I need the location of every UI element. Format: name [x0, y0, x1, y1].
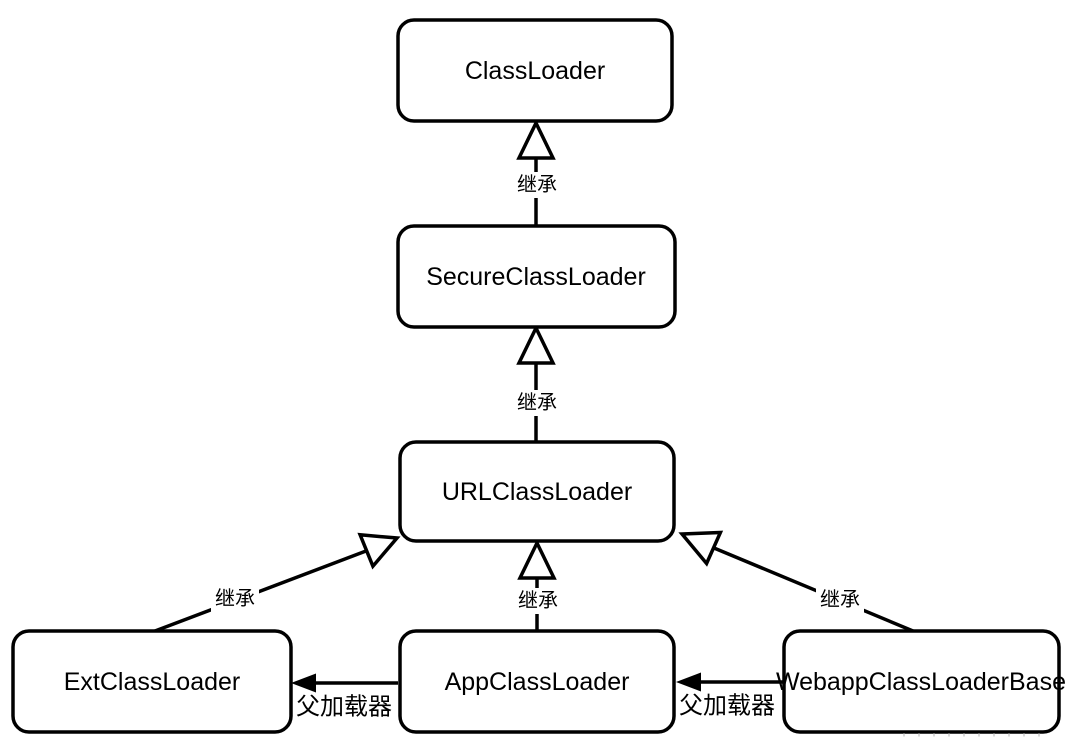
edge-label: 继承 [517, 173, 557, 196]
inheritance-arrowhead-icon [678, 530, 724, 567]
edge-url-to-secure: 继承 [513, 323, 561, 442]
node-label: URLClassLoader [442, 478, 632, 506]
edge-label-background [513, 390, 561, 416]
edge-webapp-to-app-parent: 父加载器 [676, 672, 784, 720]
node-classloader: ClassLoader [396, 18, 674, 123]
node-webappclassloaderbase: WebappClassLoaderBase [776, 629, 1066, 734]
edge-webapp-to-url: 继承 [678, 530, 914, 633]
inheritance-arrowhead-icon [517, 538, 557, 580]
inheritance-arrowhead-icon [357, 532, 401, 570]
edge-label-background [513, 172, 561, 198]
edge-label: 父加载器 [679, 693, 775, 720]
edge-label: 继承 [518, 589, 558, 612]
node-urlclassloader: URLClassLoader [398, 440, 676, 543]
node-appclassloader: AppClassLoader [398, 629, 676, 734]
edge-label: 继承 [517, 391, 557, 414]
edge-label-background [816, 587, 864, 613]
edge-app-to-url: 继承 [514, 538, 562, 631]
parent-loader-arrowhead-icon [291, 673, 316, 693]
node-label: ClassLoader [465, 57, 605, 85]
node-label: WebappClassLoaderBase [776, 668, 1066, 696]
edge-label: 父加载器 [296, 694, 392, 721]
edge-app-to-ext-parent: 父加载器 [291, 673, 398, 721]
node-extclassloader: ExtClassLoader [11, 629, 293, 734]
edge-label-background [514, 588, 562, 614]
node-label: SecureClassLoader [426, 263, 646, 291]
edge-ext-to-url: 继承 [154, 532, 401, 633]
edge-label-background [211, 586, 259, 612]
parent-loader-arrowhead-icon [676, 672, 701, 692]
edge-secure-to-classloader: 继承 [513, 118, 561, 226]
edge-label: 继承 [215, 587, 255, 610]
edge-label: 继承 [820, 588, 860, 611]
node-secureclassloader: SecureClassLoader [396, 224, 677, 329]
inheritance-arrowhead-icon [516, 323, 556, 365]
inheritance-arrowhead-icon [516, 118, 556, 160]
node-label: ExtClassLoader [64, 668, 240, 696]
node-label: AppClassLoader [445, 668, 630, 696]
